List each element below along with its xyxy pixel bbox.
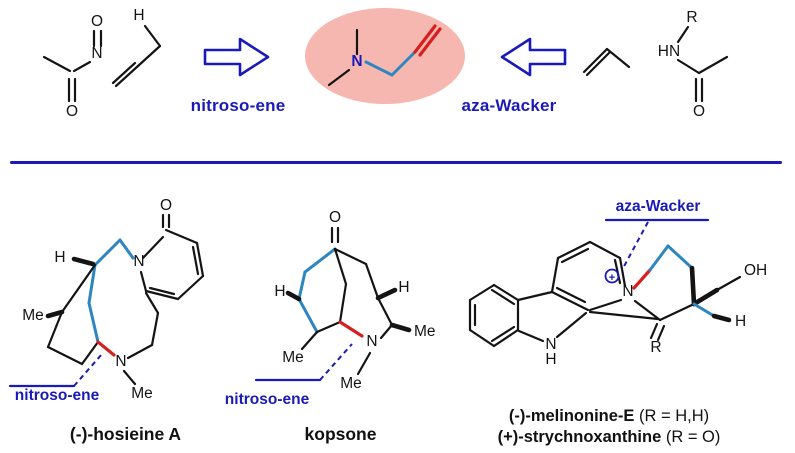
melinonine-name-line1: (-)-melinonine-E (R = H,H) <box>425 406 793 427</box>
atom-h-ring: H <box>735 313 746 330</box>
hosieine-nitroso-ene-annotation: nitroso-ene <box>14 387 100 404</box>
atom-h-right: H <box>398 279 409 296</box>
kopsone-structure: O H H Me N Me Me <box>254 209 436 392</box>
hosieine-structure: O N H Me N Me <box>8 197 205 402</box>
amide-bonds <box>582 25 729 103</box>
kopsone-bonds <box>254 226 412 382</box>
allylamine-structure: N <box>327 24 442 87</box>
kopsone-name: kopsone <box>304 424 377 444</box>
atom-o-carbonyl: O <box>66 103 78 120</box>
atom-h-left: H <box>274 283 285 300</box>
atom-me-left: Me <box>282 349 304 366</box>
atom-o-pyridinone: O <box>160 197 172 214</box>
atom-n-amine: N <box>351 53 362 70</box>
amide-structure: R HN O <box>582 9 729 120</box>
hosieine-name: (-)-hosieine A <box>69 424 182 444</box>
hosieine-bonds <box>8 213 205 388</box>
atom-o-ketone: O <box>329 209 341 226</box>
atom-me-n: Me <box>131 385 153 402</box>
atom-h-bridgehead: H <box>54 249 65 266</box>
melinonine-name-bold: (-)-melinonine-E <box>508 407 635 425</box>
strychnoxanthine-name-rest: (R = O) <box>661 428 721 446</box>
atom-me-right: Me <box>414 323 436 340</box>
melinonine-aza-wacker-annotation: aza-Wacker <box>615 198 701 215</box>
atom-oh: OH <box>744 262 767 279</box>
atom-plus-charge: + <box>609 272 615 284</box>
strychnoxanthine-name-line2: (+)-strychnoxanthine (R = O) <box>425 427 793 448</box>
atom-o-nitroso: O <box>91 13 103 30</box>
atom-hn: HN <box>658 43 680 60</box>
atom-me-n: Me <box>340 375 362 392</box>
melinonine-bonds <box>468 218 742 348</box>
kopsone-nitroso-ene-annotation: nitroso-ene <box>224 391 310 408</box>
strychnoxanthine-name-bold: (+)-strychnoxanthine <box>497 428 662 446</box>
atom-r-group: R <box>650 339 661 356</box>
natural-products-scheme: O N H Me N Me <box>8 197 767 402</box>
atom-n-indole: N <box>545 336 556 353</box>
atom-h-indole: H <box>545 351 556 368</box>
nitrosoamide-structure: O N O H <box>42 7 162 120</box>
atom-n-nitroso: N <box>91 45 102 62</box>
atom-h-allyl: H <box>133 7 144 24</box>
melinonine-structure: + N N H OH H R <box>468 218 767 368</box>
section-divider <box>10 161 782 164</box>
highlight-oval <box>305 8 465 104</box>
retro-arrow-right-icon <box>203 37 270 77</box>
melinonine-names: (-)-melinonine-E (R = H,H) (+)-strychnox… <box>425 406 793 448</box>
allylamine-bonds <box>327 24 442 87</box>
nitroso-ene-method-label: nitroso-ene <box>190 96 286 115</box>
retrosynthesis-top-scheme: O N O H N <box>42 7 729 120</box>
atom-r-group: R <box>686 9 697 26</box>
atom-n-amine: N <box>366 333 377 350</box>
nitrosoamide-bonds <box>42 24 162 103</box>
atom-n-amine: N <box>115 353 126 370</box>
retro-arrow-left-icon <box>500 37 567 77</box>
atom-o-amide: O <box>693 103 705 120</box>
aza-wacker-method-label: aza-Wacker <box>461 96 557 115</box>
atom-me-left: Me <box>22 307 44 324</box>
atom-n-pyridinium: N <box>622 283 633 300</box>
atom-n-pyridinone: N <box>133 253 144 270</box>
melinonine-name-rest: (R = H,H) <box>634 407 710 425</box>
